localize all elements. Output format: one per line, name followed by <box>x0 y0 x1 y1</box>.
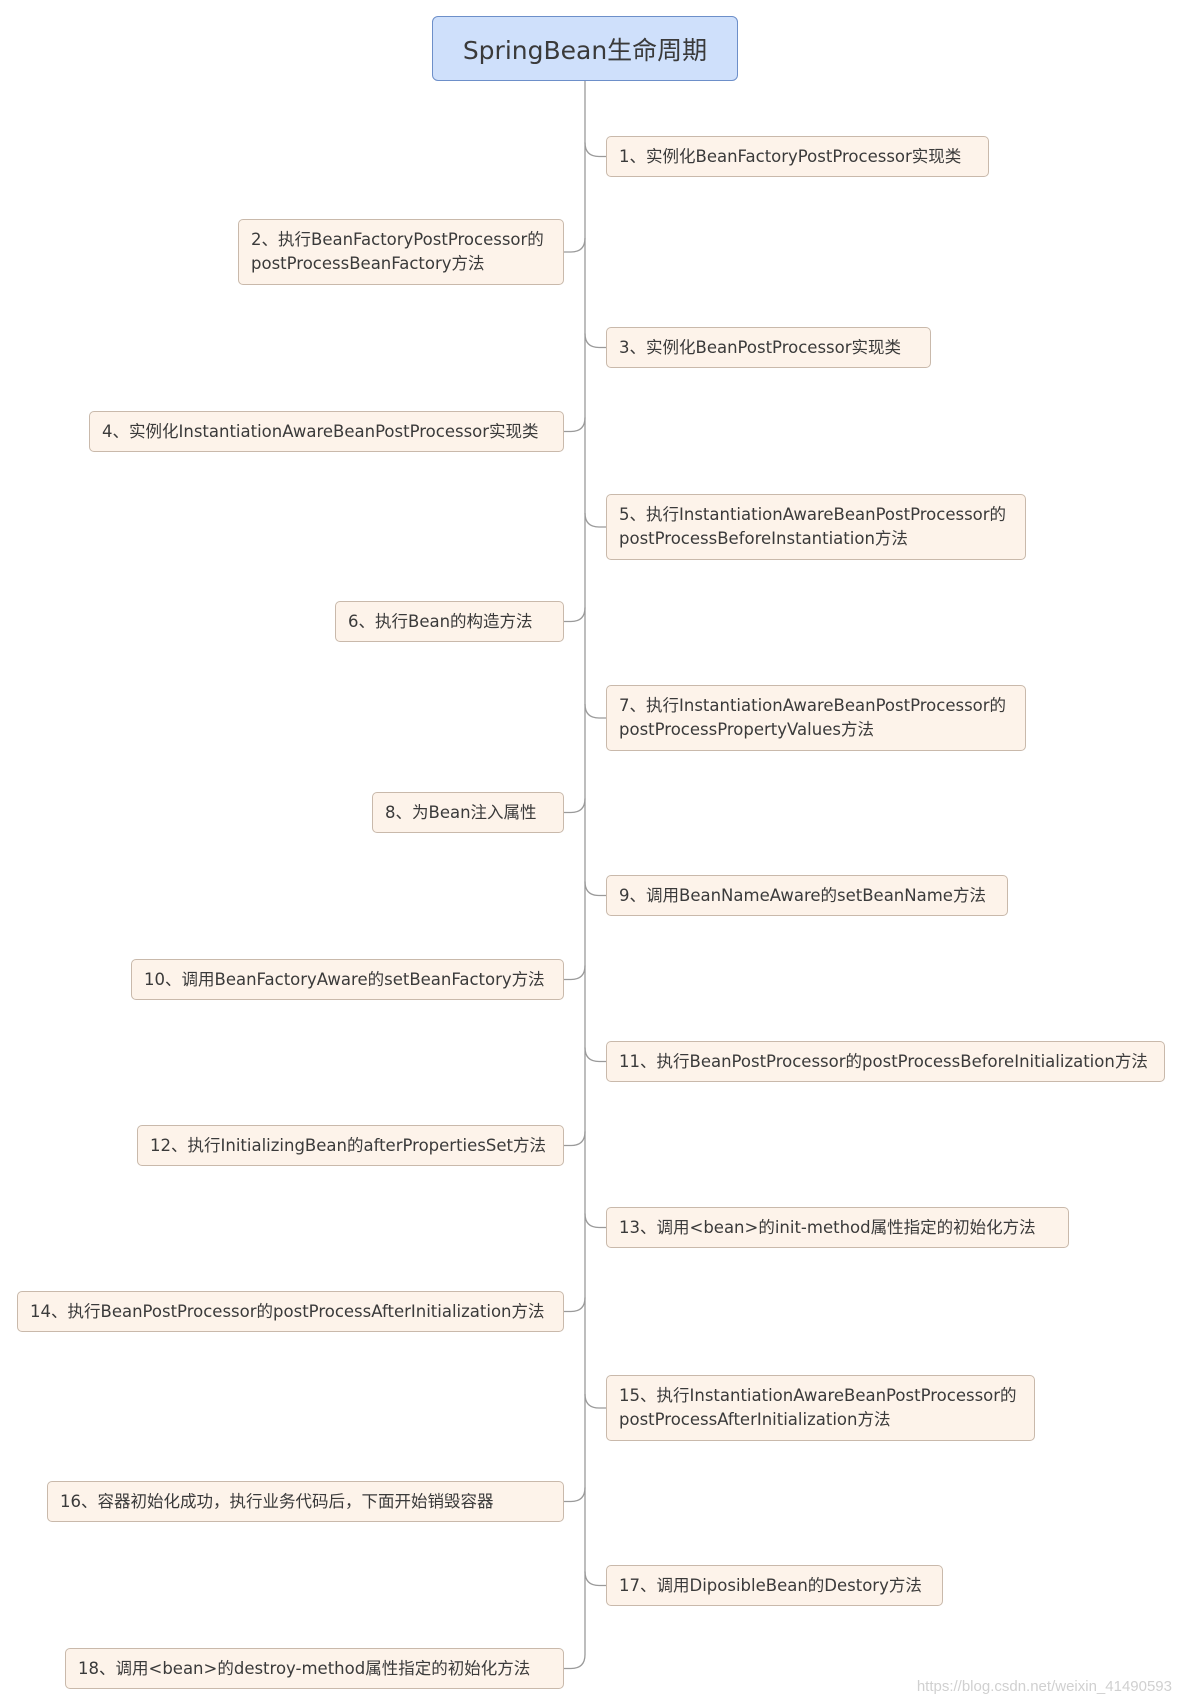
step-node-1: 1、实例化BeanFactoryPostProcessor实现类 <box>606 136 989 177</box>
step-label-4-line-1: 4、实例化InstantiationAwareBeanPostProcessor… <box>102 421 539 441</box>
step-node-18: 18、调用<bean>的destroy-method属性指定的初始化方法 <box>65 1648 564 1689</box>
branch-connector-9 <box>584 881 606 897</box>
step-node-8: 8、为Bean注入属性 <box>372 792 564 833</box>
step-label-14-line-1: 14、执行BeanPostProcessor的postProcessAfterI… <box>30 1301 545 1321</box>
branch-connector-13 <box>584 1213 606 1229</box>
step-node-5: 5、执行InstantiationAwareBeanPostProcessor的… <box>606 494 1026 560</box>
step-node-12: 12、执行InitializingBean的afterPropertiesSet… <box>137 1125 564 1166</box>
branch-connector-15 <box>584 1393 606 1409</box>
step-label-2-line-2: postProcessBeanFactory方法 <box>251 254 485 273</box>
branch-connector-3 <box>584 333 606 349</box>
branch-connector-18 <box>564 1654 586 1670</box>
step-label-9-line-1: 9、调用BeanNameAware的setBeanName方法 <box>619 885 986 905</box>
branch-connector-7 <box>584 703 606 719</box>
step-node-4: 4、实例化InstantiationAwareBeanPostProcessor… <box>89 411 564 452</box>
step-label-15-line-1: 15、执行InstantiationAwareBeanPostProcessor… <box>619 1386 1017 1405</box>
branch-connector-8 <box>564 798 586 814</box>
step-label-1-line-1: 1、实例化BeanFactoryPostProcessor实现类 <box>619 146 962 166</box>
branch-connector-2 <box>564 237 586 253</box>
step-node-9: 9、调用BeanNameAware的setBeanName方法 <box>606 875 1008 916</box>
branch-connector-14 <box>564 1297 586 1313</box>
branch-connector-12 <box>564 1131 586 1147</box>
step-node-7: 7、执行InstantiationAwareBeanPostProcessor的… <box>606 685 1026 751</box>
step-label-10-line-1: 10、调用BeanFactoryAware的setBeanFactory方法 <box>144 969 545 989</box>
branch-connector-17 <box>584 1571 606 1587</box>
branch-connector-5 <box>584 512 606 528</box>
step-node-6: 6、执行Bean的构造方法 <box>335 601 564 642</box>
step-label-16-line-1: 16、容器初始化成功，执行业务代码后，下面开始销毁容器 <box>60 1491 494 1511</box>
branch-connector-1 <box>584 142 606 158</box>
step-label-7-line-2: postProcessPropertyValues方法 <box>619 720 874 739</box>
step-label-11-line-1: 11、执行BeanPostProcessor的postProcessBefore… <box>619 1051 1148 1071</box>
step-node-2: 2、执行BeanFactoryPostProcessor的 postProces… <box>238 219 564 285</box>
step-label-13-line-1: 13、调用<bean>的init-method属性指定的初始化方法 <box>619 1217 1036 1237</box>
step-node-14: 14、执行BeanPostProcessor的postProcessAfterI… <box>17 1291 564 1332</box>
branch-connector-4 <box>564 417 586 433</box>
step-label-5-line-2: postProcessBeforeInstantiation方法 <box>619 529 908 548</box>
step-node-10: 10、调用BeanFactoryAware的setBeanFactory方法 <box>131 959 564 1000</box>
step-node-11: 11、执行BeanPostProcessor的postProcessBefore… <box>606 1041 1165 1082</box>
step-label-8-line-1: 8、为Bean注入属性 <box>385 802 537 822</box>
step-label-2-line-1: 2、执行BeanFactoryPostProcessor的 <box>251 230 544 249</box>
step-node-3: 3、实例化BeanPostProcessor实现类 <box>606 327 931 368</box>
step-label-7-line-1: 7、执行InstantiationAwareBeanPostProcessor的 <box>619 696 1007 715</box>
step-label-15-line-2: postProcessAfterInitialization方法 <box>619 1410 891 1429</box>
step-label-3-line-1: 3、实例化BeanPostProcessor实现类 <box>619 337 902 357</box>
step-label-5-line-1: 5、执行InstantiationAwareBeanPostProcessor的 <box>619 505 1007 524</box>
root-node-title: SpringBean生命周期 <box>432 16 738 81</box>
branch-connector-6 <box>564 607 586 623</box>
step-label-18-line-1: 18、调用<bean>的destroy-method属性指定的初始化方法 <box>78 1658 531 1678</box>
branch-connector-16 <box>564 1487 586 1503</box>
watermark: https://blog.csdn.net/weixin_41490593 <box>916 1678 1172 1695</box>
branch-connector-10 <box>564 965 586 981</box>
step-node-15: 15、执行InstantiationAwareBeanPostProcessor… <box>606 1375 1035 1441</box>
branch-connector-11 <box>584 1047 606 1063</box>
step-node-17: 17、调用DiposibleBean的Destory方法 <box>606 1565 943 1606</box>
step-node-13: 13、调用<bean>的init-method属性指定的初始化方法 <box>606 1207 1069 1248</box>
step-label-6-line-1: 6、执行Bean的构造方法 <box>348 611 533 631</box>
root-node-label: SpringBean生命周期 <box>462 35 708 65</box>
step-label-12-line-1: 12、执行InitializingBean的afterPropertiesSet… <box>150 1135 546 1155</box>
step-node-16: 16、容器初始化成功，执行业务代码后，下面开始销毁容器 <box>47 1481 564 1522</box>
step-label-17-line-1: 17、调用DiposibleBean的Destory方法 <box>619 1575 922 1595</box>
